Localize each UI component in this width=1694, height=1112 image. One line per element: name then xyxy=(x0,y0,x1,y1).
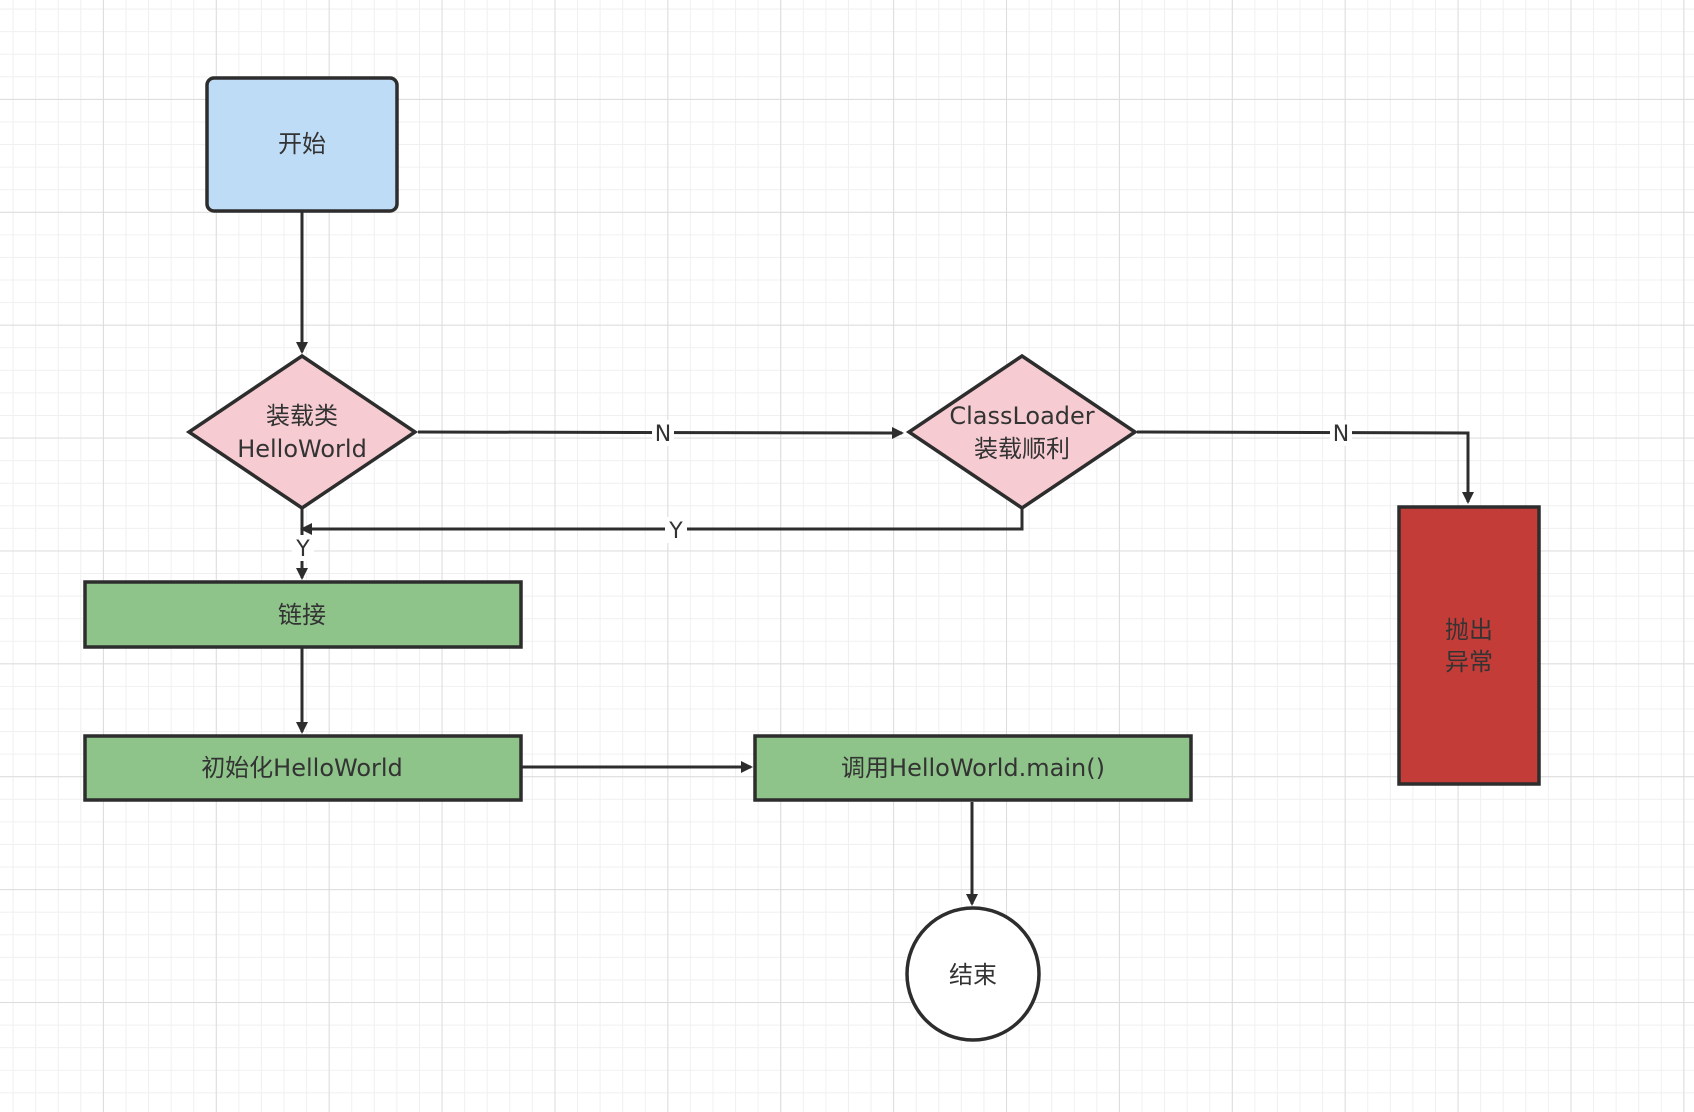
edge-label-text: Y xyxy=(668,519,683,544)
edges xyxy=(296,212,1474,906)
end-node: 结束 xyxy=(905,906,1041,1042)
decision-classloader-line2: 装载顺利 xyxy=(974,435,1070,463)
decision-load-class-line1: 装载类 xyxy=(266,402,338,430)
decision-load-class: 装载类 HelloWorld xyxy=(185,353,419,511)
process-invoke-main-label: 调用HelloWorld.main() xyxy=(841,754,1105,782)
process-link: 链接 xyxy=(83,580,523,649)
edge-label-n-1: N xyxy=(652,420,674,447)
process-init: 初始化HelloWorld xyxy=(83,734,523,802)
process-throw-exception: 抛出 异常 xyxy=(1397,505,1541,786)
decision-load-class-line2: HelloWorld xyxy=(237,435,367,463)
edge-label-n-2: N xyxy=(1330,420,1352,447)
start-node: 开始 xyxy=(205,76,399,213)
decision-classloader-line1: ClassLoader xyxy=(949,402,1094,430)
throw-exception-line2: 异常 xyxy=(1445,648,1493,676)
edge-label-y-1: Y xyxy=(665,517,687,544)
decision-classloader: ClassLoader 装载顺利 xyxy=(905,353,1139,511)
end-label: 结束 xyxy=(949,961,997,989)
edge-classloader-back-to-load xyxy=(300,508,1024,535)
process-invoke-main: 调用HelloWorld.main() xyxy=(753,734,1193,802)
process-init-label: 初始化HelloWorld xyxy=(201,754,403,782)
process-link-label: 链接 xyxy=(278,601,326,629)
start-label: 开始 xyxy=(278,130,326,158)
edge-label-text: N xyxy=(655,422,671,447)
edge-label-text: N xyxy=(1333,422,1349,447)
throw-exception-line1: 抛出 xyxy=(1445,616,1493,644)
edge-classloader-to-throw xyxy=(1136,430,1474,504)
edge-label-text: Y xyxy=(295,537,310,562)
edge-label-y-2: Y xyxy=(292,535,314,562)
